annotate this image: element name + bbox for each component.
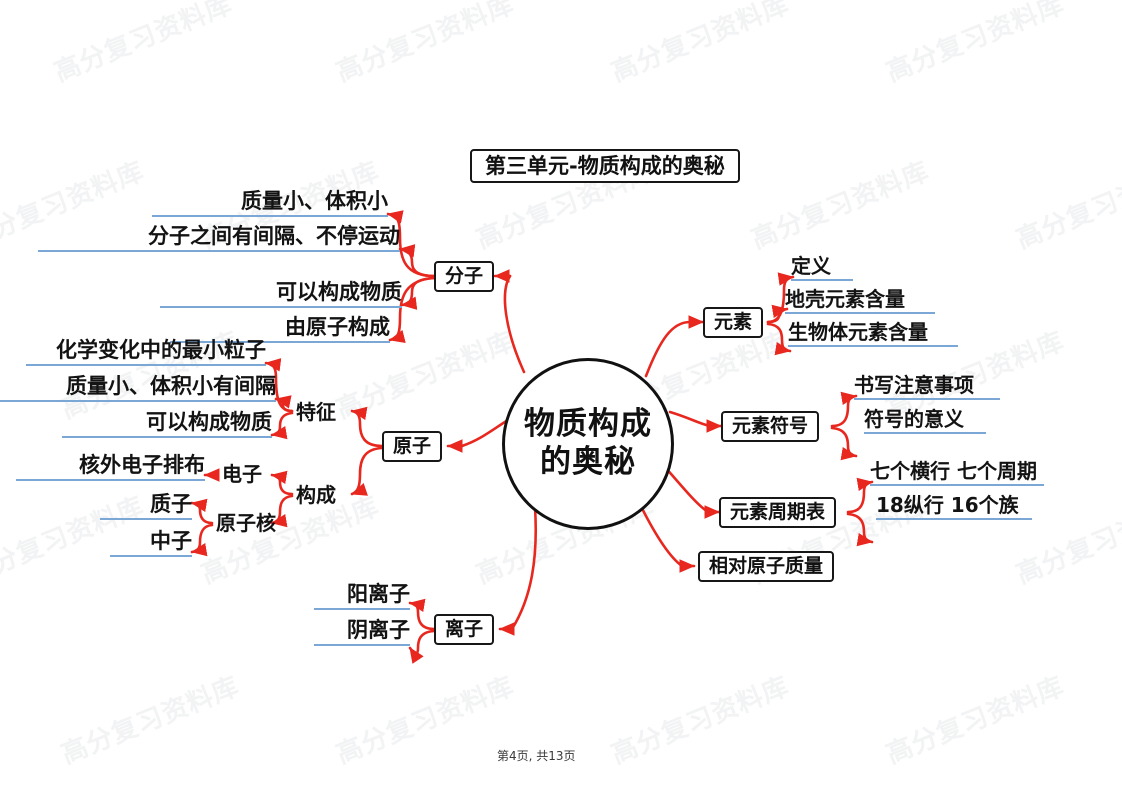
leaf-feature-3[interactable]: 可以构成物质 bbox=[62, 412, 272, 438]
branch-node-element-symbol[interactable]: 元素符号 bbox=[721, 411, 820, 442]
leaf-feature-1[interactable]: 化学变化中的最小粒子 bbox=[26, 340, 266, 366]
wire-center-molecule bbox=[503, 274, 526, 374]
leaf-ion-2[interactable]: 阴离子 bbox=[314, 620, 410, 646]
leaf-periodic-2[interactable]: 18纵行 16个族 bbox=[876, 495, 1032, 520]
wire-compose-2 bbox=[270, 494, 294, 528]
page-footer: 第4页, 共13页 bbox=[497, 749, 576, 763]
leaf-ion-1[interactable]: 阳离子 bbox=[314, 584, 410, 610]
wire-element-leaf-2 bbox=[766, 304, 789, 324]
wire-feature-leaf-2 bbox=[274, 395, 294, 413]
center-node[interactable]: 物质构成 的奥秘 bbox=[502, 358, 674, 530]
node-electron[interactable]: 电子 bbox=[222, 462, 262, 486]
wire-center-ion bbox=[510, 492, 538, 631]
wire-center-symbol bbox=[668, 410, 712, 428]
node-nucleus[interactable]: 原子核 bbox=[216, 511, 276, 535]
wire-element-leaf-3 bbox=[766, 322, 792, 356]
leaf-molecule-4[interactable]: 由原子构成 bbox=[170, 317, 390, 343]
branch-node-atom[interactable]: 原子 bbox=[382, 431, 443, 462]
wire-atom-group-2 bbox=[350, 446, 384, 496]
wire-ion-leaf-1 bbox=[408, 598, 436, 631]
wire-ion-leaf-2 bbox=[408, 629, 436, 664]
leaf-nucleus-1[interactable]: 质子 bbox=[100, 494, 192, 520]
page-title: 第三单元-物质构成的奥秘 bbox=[470, 149, 740, 183]
leaf-symbol-1[interactable]: 书写注意事项 bbox=[854, 375, 1000, 400]
leaf-element-2[interactable]: 地壳元素含量 bbox=[785, 289, 935, 314]
wire-feature-leaf-3 bbox=[270, 411, 294, 440]
wire-center-periodic bbox=[662, 464, 710, 514]
group-label-feature[interactable]: 特征 bbox=[296, 400, 336, 424]
wire-molecule-leaf-4 bbox=[388, 276, 436, 344]
wire-periodic-leaf-2 bbox=[846, 512, 874, 547]
wire-periodic-leaf-1 bbox=[846, 477, 874, 514]
leaf-symbol-2[interactable]: 符号的意义 bbox=[864, 409, 986, 434]
leaf-electron-1[interactable]: 核外电子排布 bbox=[16, 455, 205, 481]
leaf-molecule-2[interactable]: 分子之间有间隔、不停运动 bbox=[38, 226, 400, 252]
leaf-nucleus-2[interactable]: 中子 bbox=[110, 531, 192, 557]
center-node-line1: 物质构成 bbox=[524, 406, 652, 443]
leaf-molecule-3[interactable]: 可以构成物质 bbox=[160, 282, 402, 308]
group-label-compose[interactable]: 构成 bbox=[296, 483, 336, 507]
branch-node-molecule[interactable]: 分子 bbox=[434, 261, 495, 292]
leaf-molecule-1[interactable]: 质量小、体积小 bbox=[152, 191, 388, 217]
wire-molecule-leaf-2 bbox=[398, 244, 436, 278]
leaf-periodic-1[interactable]: 七个横行 七个周期 bbox=[870, 461, 1044, 486]
branch-node-relative-atomic-mass[interactable]: 相对原子质量 bbox=[698, 551, 835, 582]
branch-node-element[interactable]: 元素 bbox=[703, 307, 764, 338]
wire-symbol-leaf-1 bbox=[830, 391, 858, 428]
branch-node-ion[interactable]: 离子 bbox=[434, 614, 495, 645]
wire-symbol-leaf-2 bbox=[830, 426, 858, 461]
center-node-line2: 的奥秘 bbox=[540, 444, 636, 480]
leaf-feature-2[interactable]: 质量小、体积小有间隔 bbox=[0, 376, 276, 402]
leaf-element-3[interactable]: 生物体元素含量 bbox=[788, 322, 958, 347]
wire-center-element bbox=[644, 320, 692, 378]
wire-nucleus-leaf-1 bbox=[190, 498, 214, 525]
wire-nucleus-leaf-2 bbox=[190, 523, 214, 557]
wire-atom-group-1 bbox=[350, 406, 384, 448]
leaf-element-1[interactable]: 定义 bbox=[791, 256, 853, 281]
branch-node-periodic-table[interactable]: 元素周期表 bbox=[719, 497, 837, 528]
wire-compose-1 bbox=[270, 470, 294, 496]
